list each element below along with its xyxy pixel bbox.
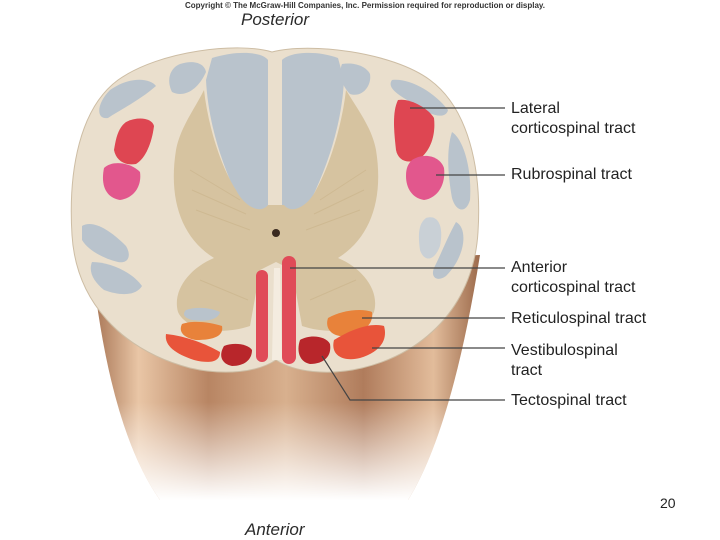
vestibulospinal-label: Vestibulospinal tract	[511, 341, 618, 381]
gray-matter	[173, 90, 379, 331]
ascending-tract-left-lower	[82, 224, 129, 263]
anterior-corticospinal-tract-right	[282, 256, 296, 364]
posterior-lateral-left	[169, 62, 206, 94]
posterior-lateral-right	[340, 63, 371, 95]
ascending-tract-left-side	[90, 262, 142, 295]
reticulospinal-tract-left	[180, 321, 223, 340]
anterior-corticospinal-label: Anterior corticospinal tract	[511, 258, 636, 298]
rubrospinal-tract-left	[102, 163, 141, 200]
ascending-tract-right-mid	[418, 217, 442, 259]
tectospinal-tract-left	[221, 343, 252, 366]
lateral-corticospinal-label: Lateral corticospinal tract	[511, 99, 636, 139]
vestibulospinal-tract-left	[165, 334, 220, 362]
ascending-tract-right-side	[448, 132, 471, 210]
leader-lines	[290, 107, 505, 401]
vestibulospinal-label-line1: Vestibulospinal	[511, 342, 618, 359]
anterior-corticospinal-label-line2: corticospinal tract	[511, 279, 636, 296]
reticulospinal-tract-left-upper	[184, 307, 220, 321]
lateral-corticospinal-tract-left	[114, 118, 154, 165]
anterior-corticospinal-tract-left	[256, 270, 268, 362]
lateral-corticospinal-label-line1: Lateral	[511, 100, 560, 117]
rubrospinal-label: Rubrospinal tract	[511, 166, 632, 183]
vestibulospinal-tract-right	[333, 324, 385, 360]
gray-matter-striations	[189, 169, 367, 301]
copyright-notice: Copyright © The McGraw-Hill Companies, I…	[184, 1, 546, 10]
lateral-corticospinal-tract-right	[394, 99, 435, 162]
central-canal	[272, 229, 280, 237]
anterior-corticospinal-label-line1: Anterior	[511, 259, 568, 276]
tectospinal-label: Tectospinal tract	[511, 392, 627, 409]
page-number: 20	[660, 495, 676, 511]
ascending-tract-right-lower	[432, 222, 464, 279]
posterior-column-left	[206, 52, 268, 214]
reticulospinal-label: Reticulospinal tract	[511, 310, 647, 327]
rubrospinal-tract-right	[406, 155, 445, 200]
anterior-median-fissure	[272, 268, 282, 360]
posterior-label: Posterior	[241, 10, 310, 29]
vestibulospinal-label-line2: tract	[511, 362, 543, 379]
leader-tectospinal	[321, 355, 505, 401]
lateral-corticospinal-label-line2: corticospinal tract	[511, 120, 636, 137]
posterior-column-right	[282, 52, 344, 214]
ascending-tract-left-upper	[99, 79, 156, 119]
anterior-label: Anterior	[245, 520, 305, 539]
ascending-tract-right-upper	[390, 79, 448, 116]
